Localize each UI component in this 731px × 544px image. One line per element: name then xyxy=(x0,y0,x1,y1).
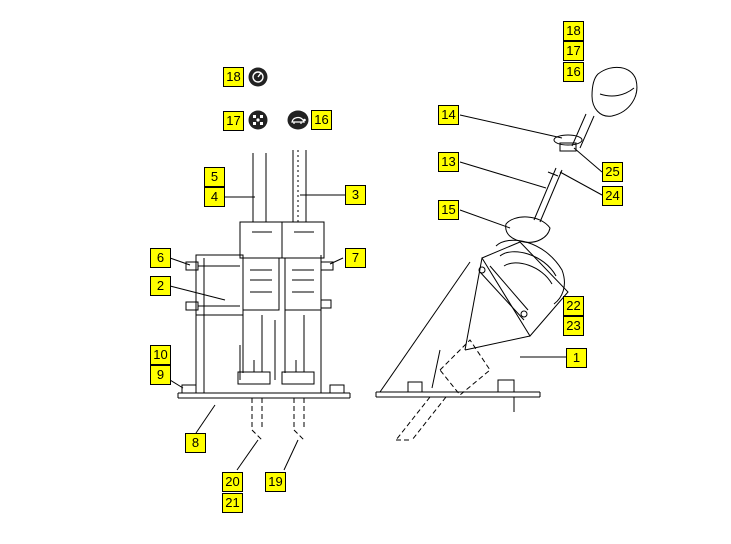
callout-5: 5 xyxy=(204,167,225,187)
callout-17: 17 xyxy=(563,41,584,61)
tortoise-symbol-icon xyxy=(287,110,309,130)
callout-10: 10 xyxy=(150,345,171,365)
callout-16: 16 xyxy=(563,62,584,82)
callout-15: 15 xyxy=(438,200,459,220)
callout-19: 19 xyxy=(265,472,286,492)
callout-4: 4 xyxy=(204,187,225,207)
callout-9: 9 xyxy=(150,365,171,385)
callout-14: 14 xyxy=(438,105,459,125)
callout-7: 7 xyxy=(345,248,366,268)
callout-2: 2 xyxy=(150,276,171,296)
callout-13: 13 xyxy=(438,152,459,172)
direction-symbol-icon xyxy=(248,110,268,130)
callout-21: 21 xyxy=(222,493,243,513)
callout-1: 1 xyxy=(566,348,587,368)
speed-symbol-icon xyxy=(248,67,268,87)
callout-16: 16 xyxy=(311,110,332,130)
callout-3: 3 xyxy=(345,185,366,205)
callout-22: 22 xyxy=(563,296,584,316)
callout-20: 20 xyxy=(222,472,243,492)
callout-6: 6 xyxy=(150,248,171,268)
leader-lines xyxy=(169,114,603,471)
callout-8: 8 xyxy=(185,433,206,453)
callout-18: 18 xyxy=(563,21,584,41)
callout-25: 25 xyxy=(602,162,623,182)
callout-24: 24 xyxy=(602,186,623,206)
control-valve-assembly xyxy=(177,150,351,441)
callout-17: 17 xyxy=(223,111,244,131)
callout-18: 18 xyxy=(223,67,244,87)
control-lever-assembly xyxy=(375,66,638,441)
callout-23: 23 xyxy=(563,316,584,336)
